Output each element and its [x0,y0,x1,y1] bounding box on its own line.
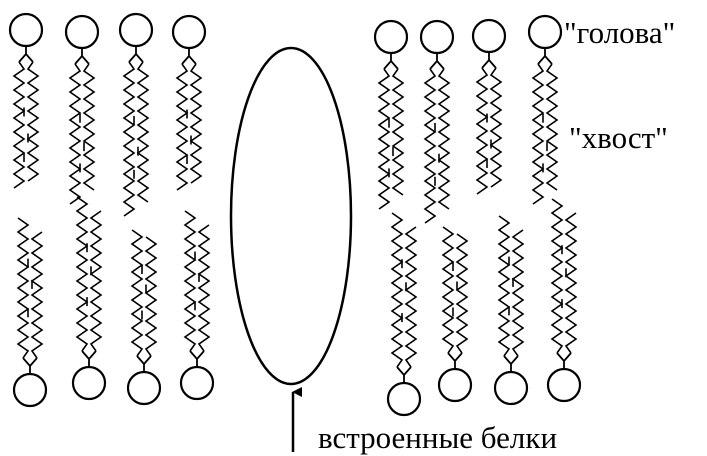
lipid-glycerol-link [189,350,205,367]
lipid-head-circle [8,12,44,48]
lipid-head-circle [471,18,507,54]
lipid-tail-chain [68,63,82,205]
embedded-proteins-label: встроенные белки [318,420,558,455]
lipid-tail-chain [183,210,197,352]
lipid-glycerol-link [18,46,34,63]
lipid-tail-chain [144,236,158,357]
lipid-head-circle [126,370,162,406]
lipid-tail-chain [136,61,150,203]
lipid-tail-chain [197,224,211,352]
lipid-tail-chain [26,61,40,182]
lipid-glycerol-link [128,46,144,63]
lipid-tail-chain [475,67,489,195]
lipid-tail-chain [75,196,89,352]
lipid-tail-chain [437,68,451,210]
lipid-tail-chain [545,63,559,191]
lipid-head-circle [493,370,529,406]
phospholipid-molecule [437,226,473,403]
lipid-tail-chain [390,212,404,368]
lipid-glycerol-link [81,350,97,367]
lipid-head-circle [386,381,422,417]
lipid-tail-chain [30,231,44,359]
phospholipid-molecule [71,196,107,401]
lipid-head-circle [527,14,563,50]
lipid-glycerol-link [22,357,38,374]
lipid-tail-chain [455,233,469,354]
lipid-tail-chain [550,198,564,354]
phospholipid-molecule [373,19,409,210]
phospholipid-molecule [419,19,455,224]
lipid-tail-chain [130,229,144,357]
lipid-tail-chain [441,226,455,354]
lipid-tail-chain [423,68,437,224]
phospholipid-molecule [386,212,422,417]
tail-label: "хвост" [569,120,668,155]
lipid-glycerol-link [556,352,572,369]
lipid-head-circle [118,12,154,48]
lipid-head-circle [179,365,215,401]
lipid-head-circle [71,365,107,401]
lipid-glycerol-link [136,355,152,372]
lipid-tail-chain [511,229,525,357]
lipid-glycerol-link [181,48,197,65]
lipid-glycerol-link [503,355,519,372]
lipid-tail-chain [531,63,545,205]
lipid-tail-chain [489,67,503,188]
phospholipid-molecule [546,198,582,403]
lipid-tail-chain [404,226,418,368]
lipid-head-circle [546,367,582,403]
lipid-tail-chain [89,210,103,352]
lipid-tail-chain [16,217,30,359]
lipid-head-circle [12,372,48,408]
lipid-tail-chain [189,63,203,184]
lipid-tail-chain [175,63,189,191]
phospholipid-molecule [126,229,162,406]
lipid-bilayer [8,12,582,417]
phospholipid-molecule [493,215,529,406]
lipid-head-circle [437,367,473,403]
phospholipid-molecule [527,14,563,205]
lipid-tail-chain [497,215,511,357]
lipid-glycerol-link [537,48,553,65]
lipid-glycerol-link [447,352,463,369]
lipid-tail-chain [377,68,391,210]
lipid-glycerol-link [429,53,445,70]
lipid-head-circle [171,14,207,50]
phospholipid-molecule [171,14,207,191]
lipid-tail-chain [122,61,136,217]
lipid-tail-chain [564,212,578,354]
lipid-tail-chain [12,61,26,189]
phospholipid-molecule [64,14,100,205]
lipid-head-circle [419,19,455,55]
phospholipid-molecule [8,12,44,189]
lipid-glycerol-link [396,366,412,383]
lipid-tail-chain [391,68,405,196]
phospholipid-molecule [471,18,507,195]
embedded-protein [229,46,353,386]
phospholipid-molecule [179,210,215,401]
lipid-glycerol-link [74,48,90,65]
head-label: "голова" [564,15,676,50]
phospholipid-molecule [118,12,154,217]
lipid-glycerol-link [481,52,497,69]
lipid-glycerol-link [383,53,399,70]
lipid-head-circle [64,14,100,50]
lipid-head-circle [373,19,409,55]
lipid-tail-chain [82,63,96,191]
phospholipid-molecule [12,217,48,408]
